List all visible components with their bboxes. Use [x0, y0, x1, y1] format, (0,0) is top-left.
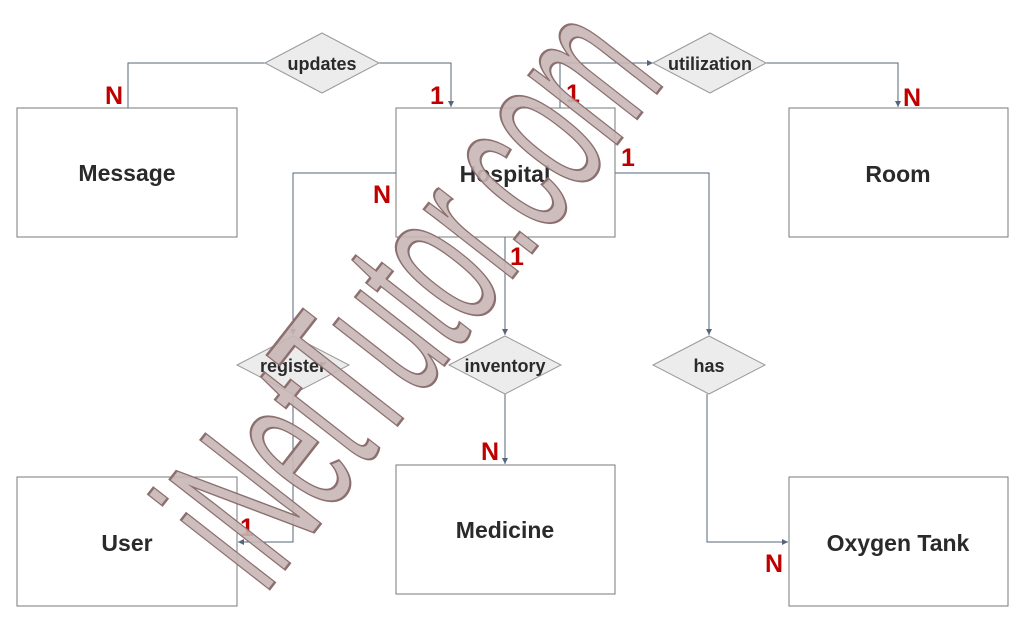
- entity-label: Room: [865, 161, 930, 187]
- relationship-has[interactable]: has: [651, 335, 767, 395]
- connector-message-updates: [127, 62, 265, 108]
- connector-utilization-room: [766, 62, 901, 107]
- entity-label: Medicine: [456, 517, 554, 543]
- cardinality-label: 1: [430, 82, 444, 110]
- entity-label: Hospital: [460, 161, 551, 187]
- connector-register-user: [238, 394, 294, 545]
- connector-updates-hospital: [379, 62, 454, 107]
- connector-hospital-has: [615, 172, 712, 335]
- relationship-label: utilization: [668, 54, 752, 74]
- entity-message[interactable]: Message: [16, 107, 238, 238]
- entity-oxygen-tank[interactable]: Oxygen Tank: [788, 476, 1009, 607]
- relationship-inventory[interactable]: inventory: [447, 335, 563, 395]
- relationship-label: register: [260, 356, 326, 376]
- cardinality-label: N: [903, 84, 921, 112]
- relationship-utilization[interactable]: utilization: [651, 32, 768, 94]
- relationship-register[interactable]: register: [235, 335, 351, 395]
- entity-hospital[interactable]: Hospital: [395, 107, 616, 238]
- relationship-label: inventory: [464, 356, 545, 376]
- connector-has-oxygen-tank: [706, 394, 788, 545]
- cardinality-label: 1: [510, 243, 524, 271]
- connector-hospital-register: [290, 172, 396, 335]
- entity-label: Message: [78, 160, 175, 186]
- entity-label: User: [101, 530, 152, 556]
- relationship-updates[interactable]: updates: [263, 32, 381, 94]
- cardinality-label: 1: [240, 514, 254, 542]
- cardinality-label: N: [481, 438, 499, 466]
- entity-room[interactable]: Room: [788, 107, 1009, 238]
- cardinality-label: N: [373, 181, 391, 209]
- cardinality-label: N: [105, 82, 123, 110]
- entity-label: Oxygen Tank: [827, 530, 970, 556]
- connector-hospital-utilization: [559, 60, 653, 108]
- relationship-label: updates: [287, 54, 356, 74]
- cardinality-label: N: [765, 550, 783, 578]
- relationship-label: has: [693, 356, 724, 376]
- entity-user[interactable]: User: [16, 476, 238, 607]
- cardinality-label: 1: [621, 144, 635, 172]
- cardinality-label: 1: [566, 80, 580, 108]
- entity-medicine[interactable]: Medicine: [395, 464, 616, 595]
